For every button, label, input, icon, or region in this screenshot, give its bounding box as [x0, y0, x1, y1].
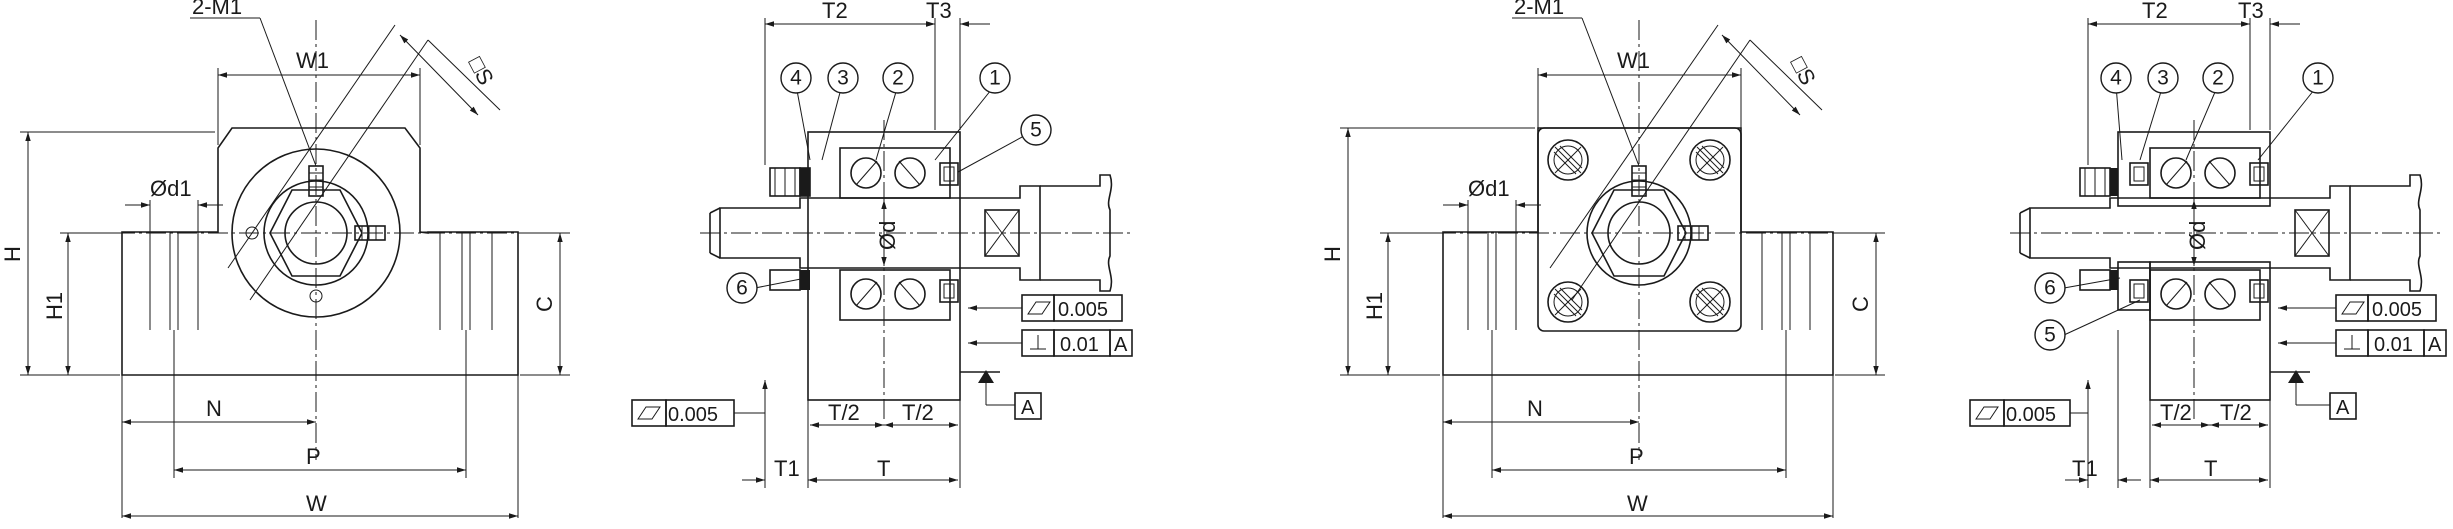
t3-label: T3	[926, 0, 952, 23]
n-label-r: N	[1527, 396, 1543, 421]
t-label: T	[877, 456, 890, 481]
balloon-3-r: 3	[2157, 67, 2169, 90]
thread-label: 2-M1	[192, 0, 242, 19]
p-label: P	[306, 444, 321, 469]
c-label: C	[532, 296, 557, 312]
w1-label-r: W1	[1617, 48, 1650, 73]
balloon-1: 1	[989, 67, 1001, 90]
d1-label: Ød1	[150, 176, 192, 201]
t1-label-r: T1	[2072, 456, 2098, 481]
s-label: □S	[464, 53, 499, 89]
t1-label: T1	[774, 456, 800, 481]
balloon-5: 5	[1030, 119, 1042, 142]
t-half-b: T/2	[902, 400, 934, 425]
h1-label: H1	[42, 292, 67, 320]
d-label-r: Ød	[2185, 221, 2210, 250]
t-half-a-r: T/2	[2160, 400, 2192, 425]
front-view-left: 2-M1 W1 □S Ød1 H H1 C N P W	[0, 0, 570, 519]
balloon-2-r: 2	[2212, 67, 2224, 90]
tol-flat-top-r: 0.005	[2372, 299, 2422, 321]
tol-flat-bottom: 0.005	[668, 404, 718, 426]
t-half-b-r: T/2	[2220, 400, 2252, 425]
w-label-r: W	[1627, 491, 1648, 516]
section-view-left: T2 T3 Ød 0.005 0.01 A A 0.005 T/2 T/2 T1…	[631, 0, 1133, 488]
tol-perp: 0.01	[1060, 334, 1099, 356]
datum-label-r: A	[2336, 397, 2350, 419]
balloon-5-r: 5	[2044, 324, 2056, 347]
h1-label-r: H1	[1362, 292, 1387, 320]
balloon-6-r: 6	[2044, 277, 2056, 300]
t-label-r: T	[2204, 456, 2217, 481]
tol-flat-top: 0.005	[1058, 299, 1108, 321]
balloon-4: 4	[790, 67, 802, 90]
d1-label-r: Ød1	[1468, 176, 1510, 201]
balloon-6: 6	[736, 277, 748, 300]
n-label: N	[206, 396, 222, 421]
c-label-r: C	[1848, 296, 1873, 312]
w-label: W	[306, 491, 327, 516]
tol-perp-ref: A	[1114, 334, 1128, 356]
p-label-r: P	[1629, 444, 1644, 469]
base-outline	[121, 127, 519, 376]
tol-perp-ref-r: A	[2428, 334, 2442, 356]
tol-perp-r: 0.01	[2374, 334, 2413, 356]
s-label-r: □S	[1786, 53, 1821, 89]
front-view-right: 2-M1 W1 □S Ød1 H H1 C N P W	[1320, 0, 1885, 519]
balloon-4-r: 4	[2110, 67, 2122, 90]
h-label: H	[0, 246, 25, 262]
tol-flat-bottom-r: 0.005	[2006, 404, 2056, 426]
w1-label: W1	[296, 48, 329, 73]
t-half-a: T/2	[828, 400, 860, 425]
balloon-2: 2	[892, 67, 904, 90]
balloon-1-r: 1	[2312, 67, 2324, 90]
d-label: Ød	[875, 221, 900, 250]
t2-label-r: T2	[2142, 0, 2168, 23]
balloon-3: 3	[837, 67, 849, 90]
section-view-right: T2 T3 Ød 0.005 0.01 A A 0.005 T/2 T/2 T1…	[1969, 0, 2447, 488]
thread-label-r: 2-M1	[1514, 0, 1564, 19]
t3-label-r: T3	[2238, 0, 2264, 23]
t2-label: T2	[822, 0, 848, 23]
h-label-r: H	[1320, 246, 1345, 262]
datum-label: A	[1021, 397, 1035, 419]
